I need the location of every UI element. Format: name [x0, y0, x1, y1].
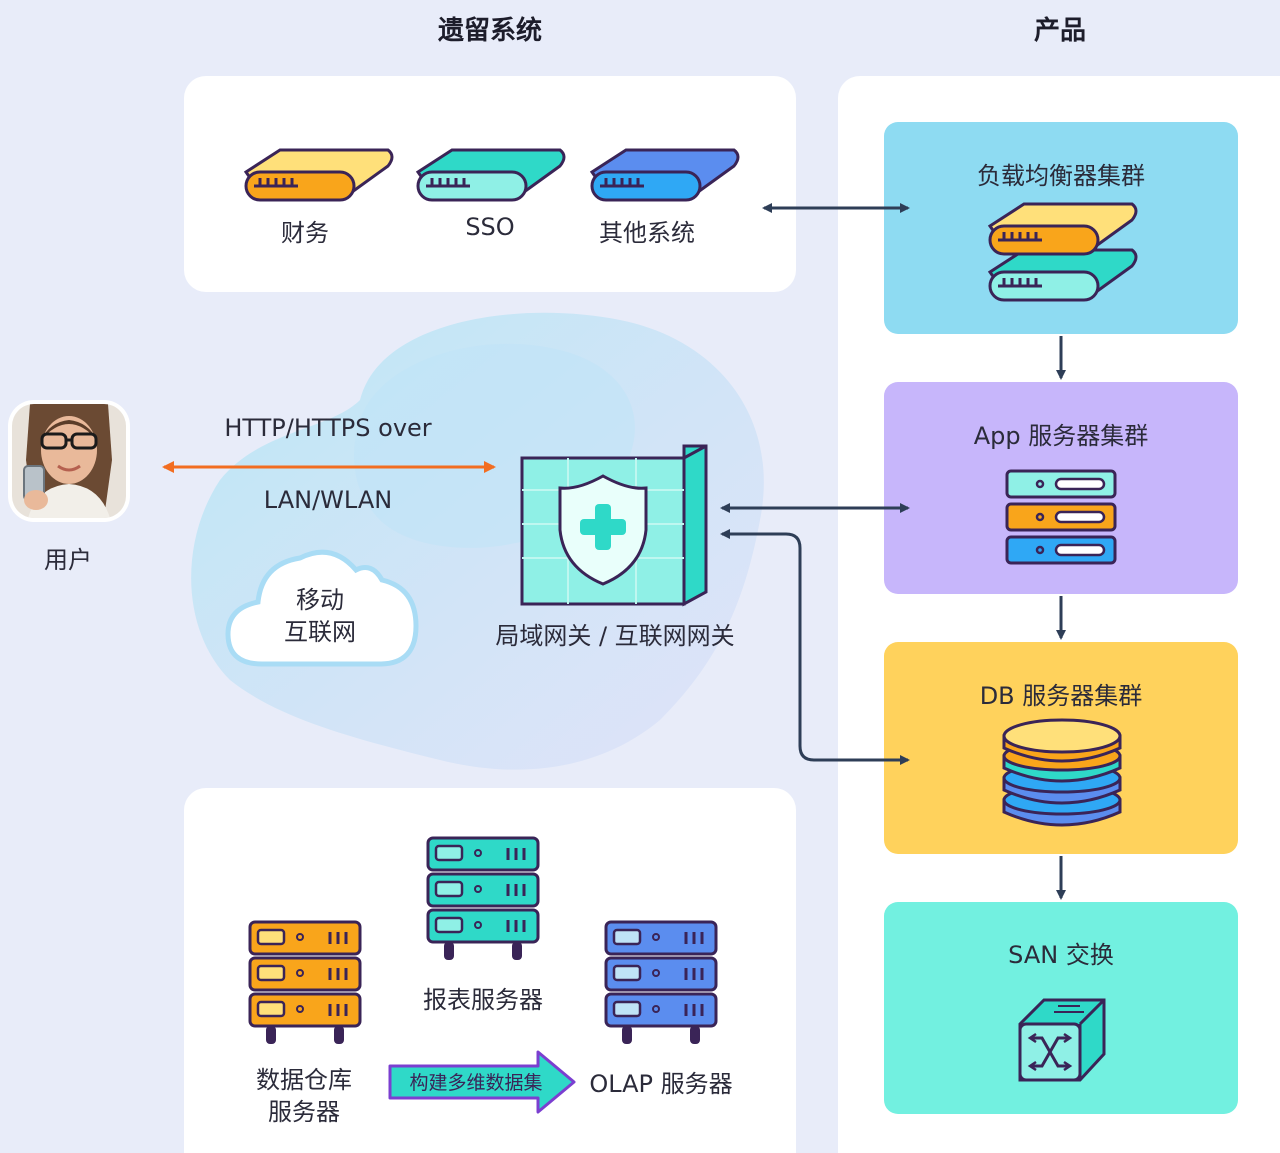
gateway-label: 局域网关 / 互联网网关	[495, 622, 735, 650]
olap-server-label: OLAP 服务器	[589, 1070, 733, 1098]
warehouse-label-line2: 服务器	[268, 1098, 340, 1126]
finance-label: 财务	[281, 219, 329, 247]
database-icon	[1002, 718, 1122, 827]
other-systems-label: 其他系统	[599, 219, 695, 247]
warehouse-label-line1: 数据仓库	[256, 1066, 352, 1094]
build-cube-label: 构建多维数据集	[409, 1072, 543, 1094]
olap-server-icon	[604, 920, 718, 1044]
db-cluster-title: DB 服务器集群	[979, 682, 1143, 710]
app-cluster-title: App 服务器集群	[973, 422, 1149, 450]
load-balancer-icon	[987, 202, 1138, 302]
gateway-firewall-icon	[520, 444, 708, 607]
legacy-heading: 遗留系统	[437, 16, 542, 46]
app-server-icon	[1005, 469, 1117, 565]
load-balancer-title: 负载均衡器集群	[977, 162, 1145, 190]
warehouse-server-icon	[248, 920, 362, 1044]
other-systems-storage-icon	[589, 148, 740, 202]
user-avatar-frame	[8, 400, 130, 522]
san-title: SAN 交换	[1008, 941, 1114, 969]
report-server-icon	[426, 836, 540, 960]
connection-label-line1: HTTP/HTTPS over	[224, 414, 432, 442]
san-switch-icon	[1018, 998, 1106, 1082]
finance-storage-icon	[243, 148, 394, 202]
cloud-label-line1: 移动	[296, 586, 344, 614]
cloud-label: 移动 互联网	[260, 584, 380, 648]
sso-storage-icon	[415, 148, 566, 202]
product-heading: 产品	[1033, 16, 1086, 46]
cloud-icon	[225, 549, 419, 667]
build-cube-arrow	[388, 1050, 576, 1114]
connection-label-line2: LAN/WLAN	[263, 486, 393, 514]
sso-label: SSO	[465, 213, 515, 241]
user-avatar	[12, 404, 126, 518]
report-server-label: 报表服务器	[423, 986, 543, 1014]
cloud-label-line2: 互联网	[284, 618, 356, 646]
warehouse-server-label: 数据仓库 服务器	[226, 1064, 382, 1128]
user-label: 用户	[44, 546, 92, 574]
